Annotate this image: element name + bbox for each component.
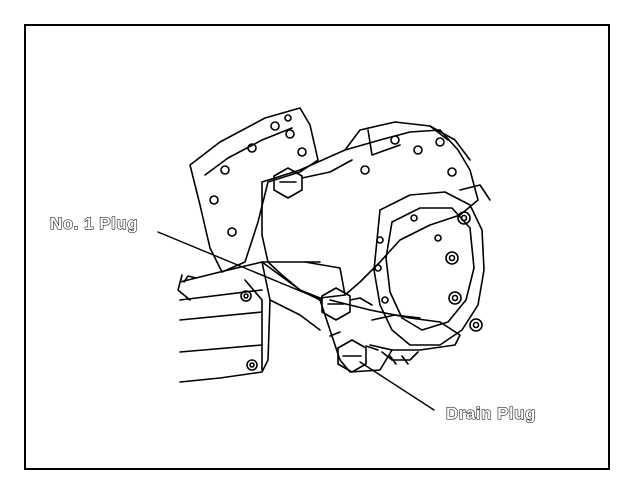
- diagram-frame: [24, 24, 610, 470]
- leader-drain: [359, 361, 435, 411]
- upper-plug: [273, 167, 303, 199]
- no1-plug-label: No. 1 Plug: [49, 214, 139, 234]
- mount-flange: [189, 107, 319, 273]
- drain-plug-label: Drain Plug: [445, 404, 537, 424]
- axle-tube: [179, 261, 271, 383]
- output-flange: [373, 191, 485, 346]
- leader-no1: [157, 231, 323, 301]
- drain-plug: [337, 339, 367, 373]
- no1-plug: [321, 287, 351, 321]
- case-body: [261, 129, 479, 299]
